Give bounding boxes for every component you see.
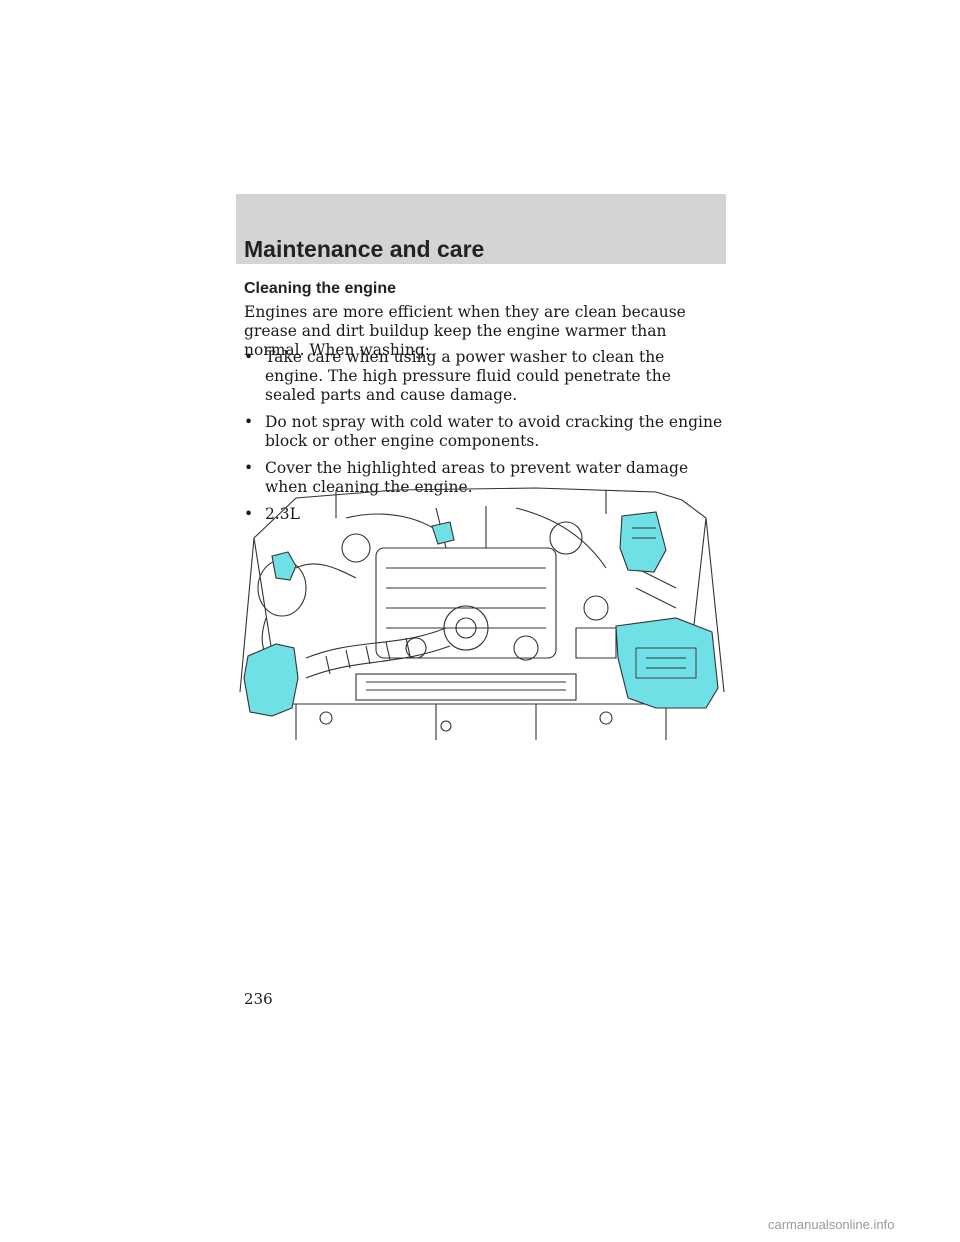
highlight-air-intake [243, 643, 299, 717]
bullet-text: Take care when using a power washer to c… [265, 348, 671, 404]
page-number: 236 [244, 990, 273, 1008]
bullet-text: Cover the highlighted areas to prevent w… [265, 459, 689, 496]
intro-paragraph: Engines are more efficient when they are… [244, 303, 686, 359]
bullet-list: • Take care when using a power washer to … [244, 348, 724, 532]
highlight-battery [615, 617, 719, 709]
bullet-item: • Cover the highlighted areas to prevent … [244, 459, 724, 497]
header-band [236, 194, 726, 264]
engine-compartment-illustration [239, 487, 725, 740]
bullet-icon: • [244, 505, 254, 523]
highlight-left-component [271, 551, 297, 581]
bullet-icon: • [244, 459, 254, 477]
highlight-relay-box [619, 511, 667, 573]
highlight-distributor [431, 521, 455, 545]
bullet-icon: • [244, 348, 254, 366]
bullet-item: • Take care when using a power washer to … [244, 348, 724, 405]
watermark: carmanualsonline.info [768, 1217, 895, 1232]
bullet-text: Do not spray with cold water to avoid cr… [265, 413, 723, 450]
bullet-item: • Do not spray with cold water to avoid c… [244, 413, 724, 451]
bullet-icon: • [244, 413, 254, 431]
section-title: Cleaning the engine [244, 280, 397, 297]
page-header-title: Maintenance and care [244, 236, 485, 262]
